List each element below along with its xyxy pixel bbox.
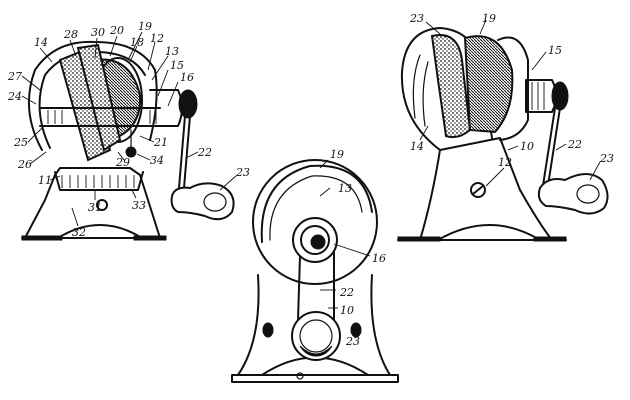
left-label-8: 13 (165, 45, 179, 58)
center-pedestal-base (231, 374, 399, 383)
right-label-5: 10 (520, 140, 534, 153)
center-hub-center (310, 234, 326, 250)
center-label-6: 23 (345, 335, 360, 348)
left-pivot-screw (96, 199, 108, 211)
left-label-18: 34 (150, 154, 164, 167)
center-label-4: 22 (339, 286, 354, 299)
left-leader-lines (21, 31, 237, 227)
left-base-outline (24, 167, 161, 239)
left-shaft (39, 107, 161, 127)
right-crank-handle (537, 173, 609, 215)
left-figure-sectional-view: 14 28 30 20 19 18 12 13 15 16 27 24 25 2… (7, 20, 250, 241)
left-label-6: 18 (130, 36, 144, 49)
right-label-4: 14 (410, 140, 424, 153)
left-housing-outer (27, 40, 158, 151)
left-crank-arm (177, 115, 186, 201)
left-base-foot-left (21, 235, 63, 241)
left-label-22: 23 (235, 166, 250, 179)
left-label-13: 25 (13, 136, 28, 149)
right-hub-hatch (531, 82, 545, 110)
left-label-2: 28 (63, 28, 78, 41)
left-label-17: 29 (115, 156, 130, 169)
center-leader-lines (319, 159, 371, 340)
left-label-15: 21 (153, 136, 168, 149)
left-hub-cap (178, 89, 198, 119)
center-label-3: 16 (372, 252, 386, 265)
left-label-20: 31 (88, 201, 102, 214)
left-label-5: 19 (138, 20, 152, 33)
center-base-hole (296, 372, 304, 380)
left-label-10: 16 (180, 71, 194, 84)
left-label-4: 20 (109, 24, 124, 37)
right-label-2: 19 (482, 12, 496, 25)
right-leader-lines (419, 19, 601, 187)
left-handle-knob (203, 192, 227, 212)
center-hub-inner (300, 225, 330, 255)
center-wheel-rim (260, 164, 373, 243)
right-label-1: 23 (409, 12, 424, 25)
left-reference-numerals: 14 28 30 20 19 18 12 13 15 16 27 24 25 2… (7, 20, 250, 239)
right-label-8: 23 (599, 152, 614, 165)
left-label-21: 33 (132, 199, 146, 212)
right-handle-knob (576, 184, 600, 204)
center-boss-right (350, 322, 362, 338)
center-handle-inner (299, 319, 333, 353)
right-crank-arm (541, 107, 561, 193)
right-housing-highlight (412, 54, 429, 127)
left-label-23: 32 (72, 226, 86, 239)
left-base-foot-right (133, 235, 167, 241)
center-label-5: 10 (340, 304, 354, 317)
left-label-3: 30 (91, 26, 105, 39)
center-outer-wheel (252, 159, 378, 285)
left-base-arch (57, 224, 143, 239)
right-screw-slot (472, 185, 484, 195)
center-label-2: 13 (338, 182, 352, 195)
left-label-14: 26 (17, 158, 32, 171)
right-reference-numerals: 23 19 15 14 10 22 12 23 (409, 12, 614, 169)
center-figure-front-view: 19 13 16 22 10 23 (231, 148, 399, 383)
left-label-12: 24 (7, 90, 22, 103)
left-label-19: 11 (38, 174, 52, 187)
right-label-3: 15 (548, 44, 562, 57)
right-figure-side-view: 23 19 15 14 10 22 12 23 (397, 12, 614, 242)
right-base-outline (419, 137, 553, 241)
left-label-11: 27 (7, 70, 22, 83)
right-hub-cap (551, 81, 569, 111)
left-label-16: 22 (197, 146, 212, 159)
center-handle-bulb (291, 311, 341, 361)
right-base-arch (437, 224, 541, 241)
left-label-1: 14 (34, 36, 48, 49)
right-label-7: 12 (498, 156, 512, 169)
center-reference-numerals: 19 13 16 22 10 23 (330, 148, 386, 348)
right-bracket (497, 36, 529, 141)
left-label-7: 12 (150, 32, 164, 45)
right-label-6: 22 (567, 138, 582, 151)
right-abrasive-disc (430, 34, 472, 139)
center-wheel-inner-rim (269, 175, 363, 241)
left-abrasive-disc-2 (76, 43, 122, 152)
left-lower-collar (54, 171, 144, 191)
center-handle-shadow (299, 345, 333, 357)
left-crank-handle (170, 182, 235, 221)
center-label-1: 19 (330, 148, 344, 161)
center-crank-arm (297, 251, 335, 321)
left-shaft-hatch (47, 110, 157, 124)
right-brush-wheel (463, 35, 514, 134)
left-label-9: 15 (170, 59, 184, 72)
center-boss-left (262, 322, 274, 338)
left-collar-hatching (61, 175, 135, 188)
